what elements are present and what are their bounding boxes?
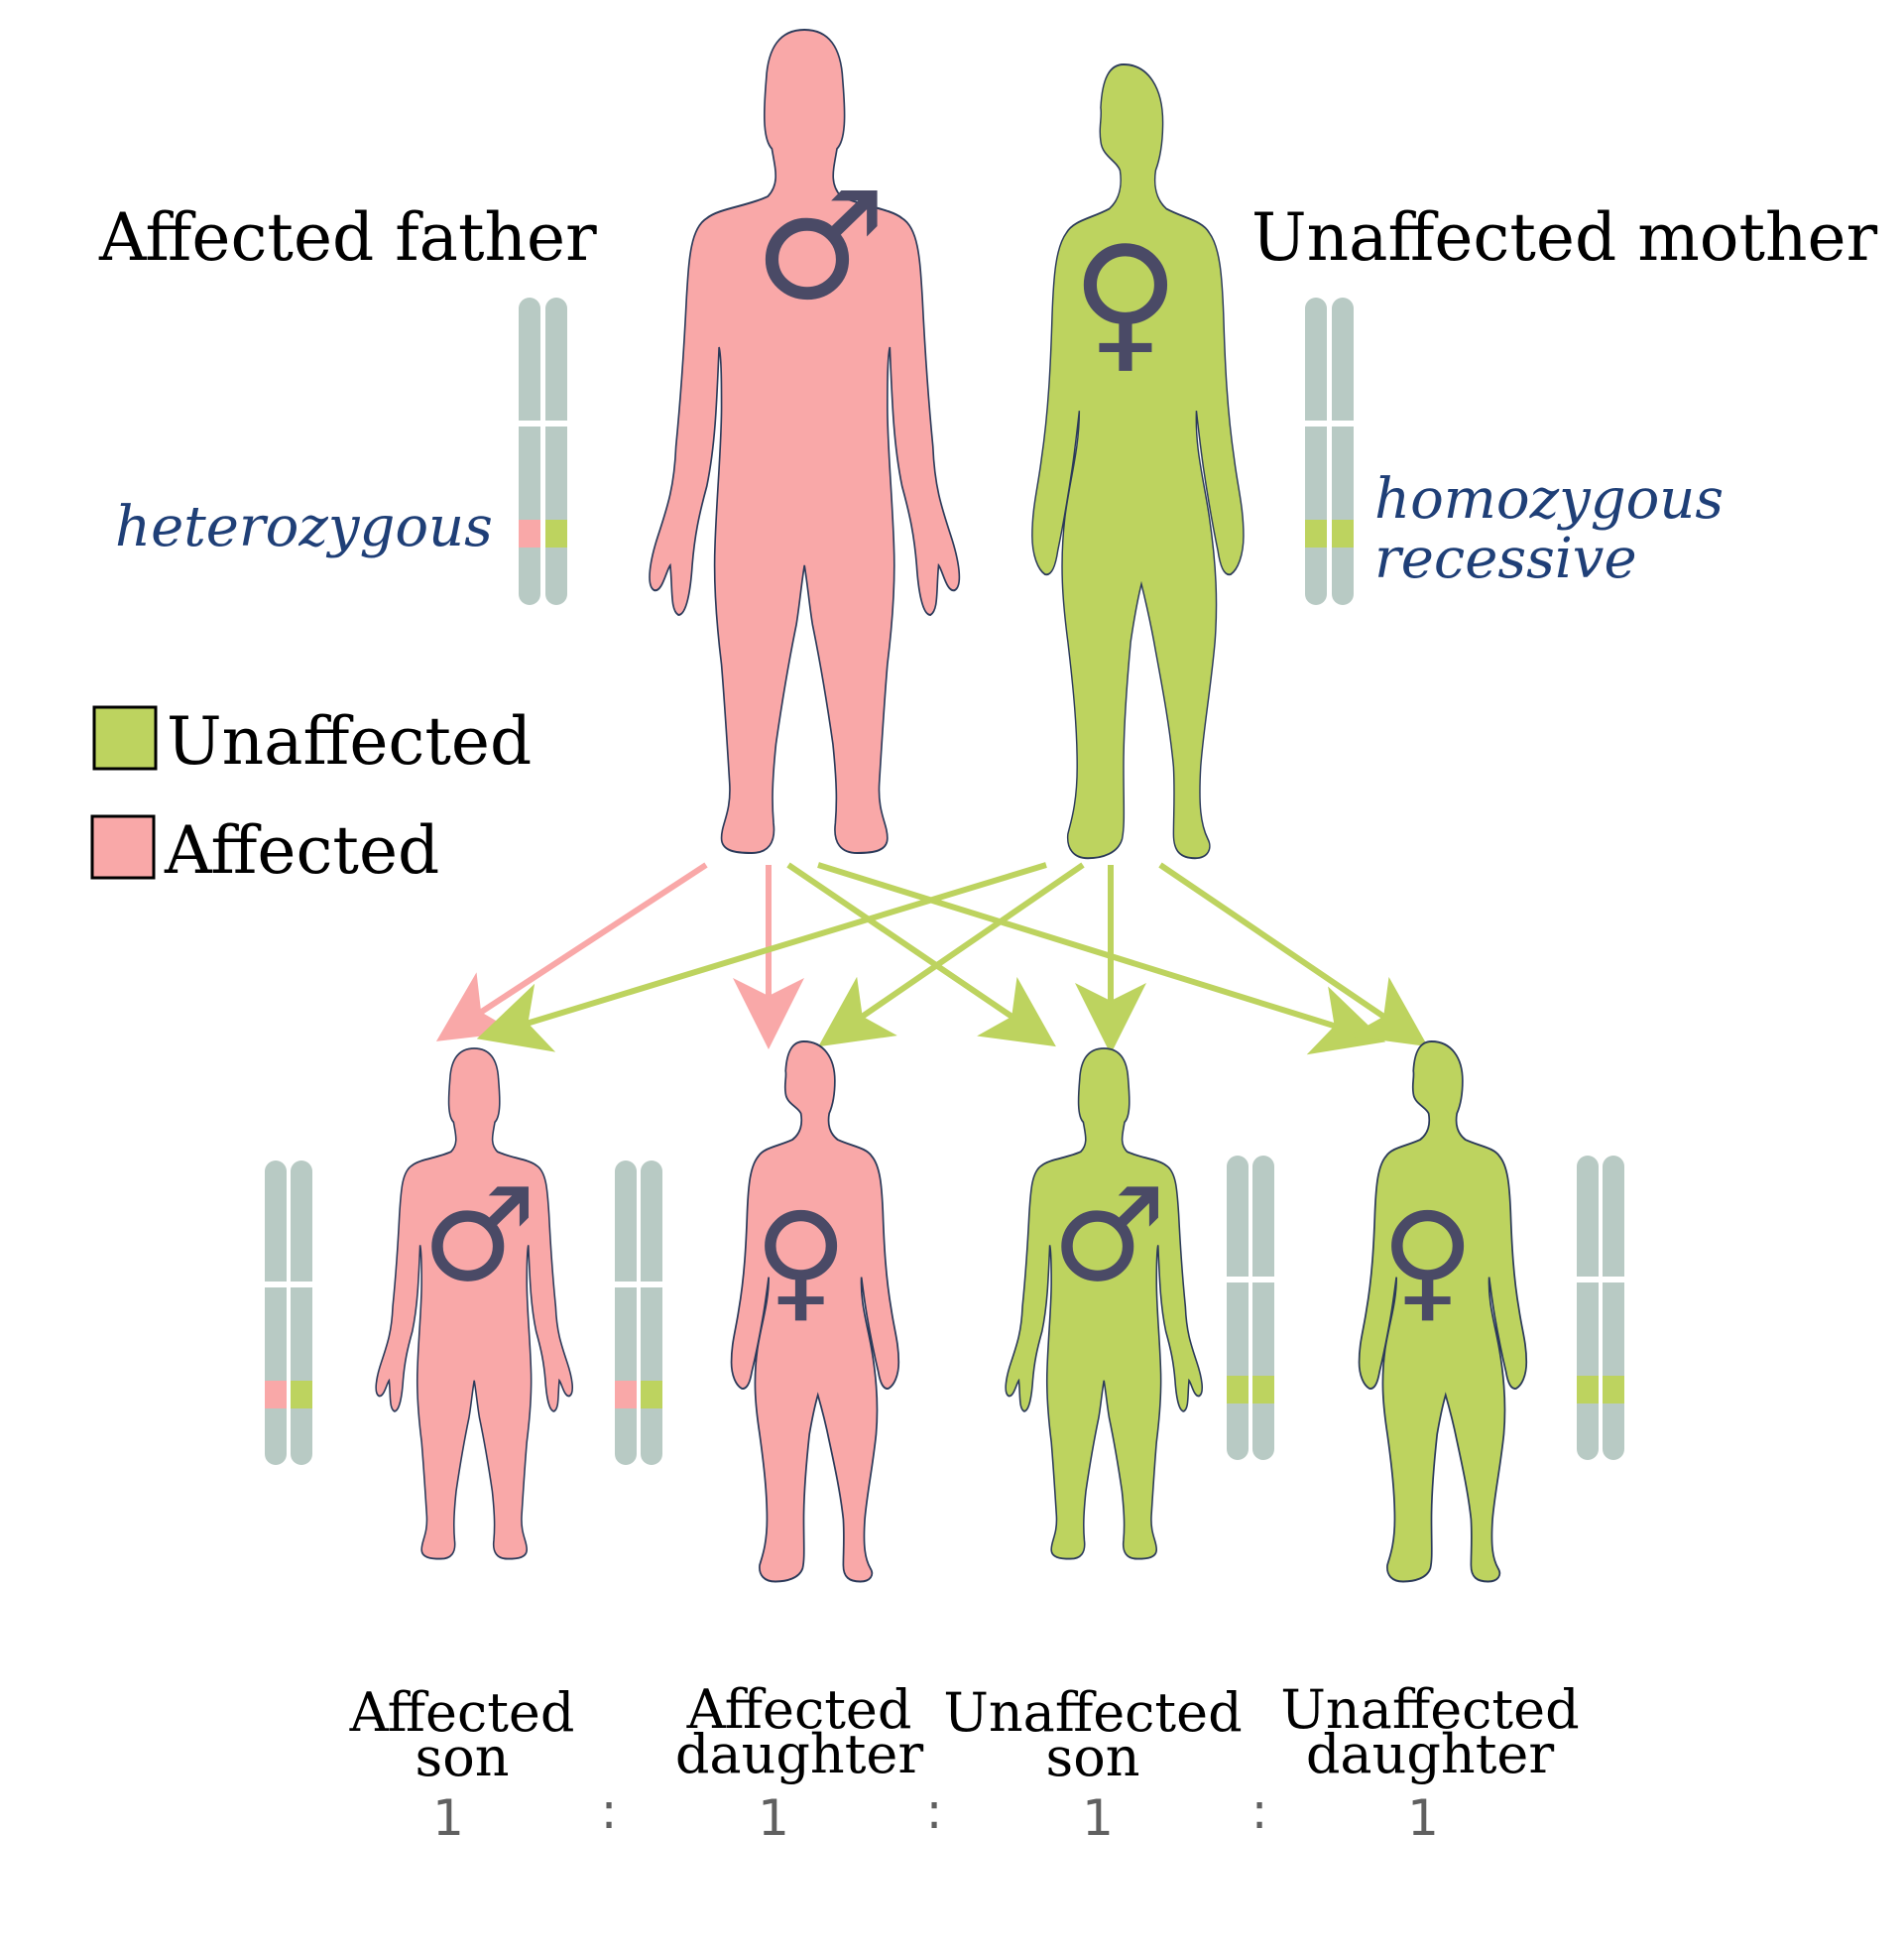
inheritance-arrows bbox=[435, 862, 1428, 1055]
child-unaffected-daughter: ♀ bbox=[1358, 1040, 1528, 1583]
ratio-separator-2: : bbox=[926, 1782, 943, 1840]
child1-chromosome-pair-icon bbox=[261, 1160, 316, 1465]
arrow-father-to-son2 bbox=[786, 862, 1056, 1047]
child3-label-line1: Unaffected bbox=[943, 1681, 1242, 1744]
male-symbol-icon: ♂ bbox=[754, 161, 887, 333]
father-zygosity: heterozygous bbox=[115, 495, 493, 559]
child1-label-line1: Affected bbox=[349, 1681, 575, 1744]
child2-label-line1: Affected bbox=[686, 1678, 912, 1741]
father-figure: ♂ bbox=[649, 29, 961, 854]
male-symbol-icon: ♂ bbox=[421, 1160, 537, 1310]
legend: Unaffected Affected bbox=[90, 703, 532, 889]
arrow-mother-to-daughter2 bbox=[1158, 862, 1428, 1047]
arrow-father-to-daughter2 bbox=[817, 862, 1386, 1055]
child-affected-son: ♂ bbox=[375, 1047, 574, 1560]
legend-swatch-affected bbox=[90, 814, 156, 880]
ratio-value-4: 1 bbox=[1407, 1789, 1439, 1847]
female-symbol-icon: ♀ bbox=[1071, 215, 1180, 388]
mother-zygosity-line2: recessive bbox=[1374, 527, 1637, 591]
child1-label-line2: son bbox=[415, 1726, 509, 1788]
ratio-value-1: 1 bbox=[432, 1789, 464, 1847]
child4-label-line1: Unaffected bbox=[1280, 1678, 1579, 1741]
arrow-mother-to-daughter1 bbox=[818, 862, 1085, 1047]
female-symbol-icon: ♀ bbox=[754, 1184, 848, 1335]
mother-figure: ♀ bbox=[1030, 63, 1245, 860]
father-chromosome-pair-icon bbox=[515, 298, 571, 605]
child3-chromosome-pair-icon bbox=[1223, 1156, 1278, 1460]
mother-chromosome-pair-icon bbox=[1301, 298, 1358, 605]
child3-label-line2: son bbox=[1045, 1726, 1139, 1788]
female-symbol-icon: ♀ bbox=[1380, 1184, 1475, 1335]
ratio-row: 1 : 1 : 1 : 1 bbox=[432, 1782, 1439, 1847]
ratio-separator-1: : bbox=[601, 1782, 618, 1840]
child4-chromosome-pair-icon bbox=[1573, 1156, 1628, 1460]
father-title: Affected father bbox=[98, 199, 597, 276]
legend-label-affected: Affected bbox=[164, 812, 439, 889]
mother-zygosity-line1: homozygous bbox=[1374, 467, 1724, 532]
child-affected-daughter: ♀ bbox=[730, 1040, 900, 1583]
ratio-value-2: 1 bbox=[758, 1789, 789, 1847]
arrow-mother-to-son1 bbox=[476, 862, 1047, 1052]
child4-label-line2: daughter bbox=[1306, 1723, 1555, 1785]
child2-label-line2: daughter bbox=[675, 1723, 924, 1785]
ratio-separator-3: : bbox=[1251, 1782, 1268, 1840]
ratio-value-3: 1 bbox=[1082, 1789, 1114, 1847]
male-symbol-icon: ♂ bbox=[1051, 1160, 1167, 1310]
child-labels: Affected son Affected daughter Unaffecte… bbox=[349, 1678, 1580, 1788]
legend-swatch-unaffected bbox=[92, 705, 158, 771]
child-unaffected-son: ♂ bbox=[1005, 1047, 1204, 1560]
mother-title: Unaffected mother bbox=[1251, 199, 1878, 276]
legend-label-unaffected: Unaffected bbox=[167, 703, 532, 780]
child2-chromosome-pair-icon bbox=[611, 1160, 666, 1465]
